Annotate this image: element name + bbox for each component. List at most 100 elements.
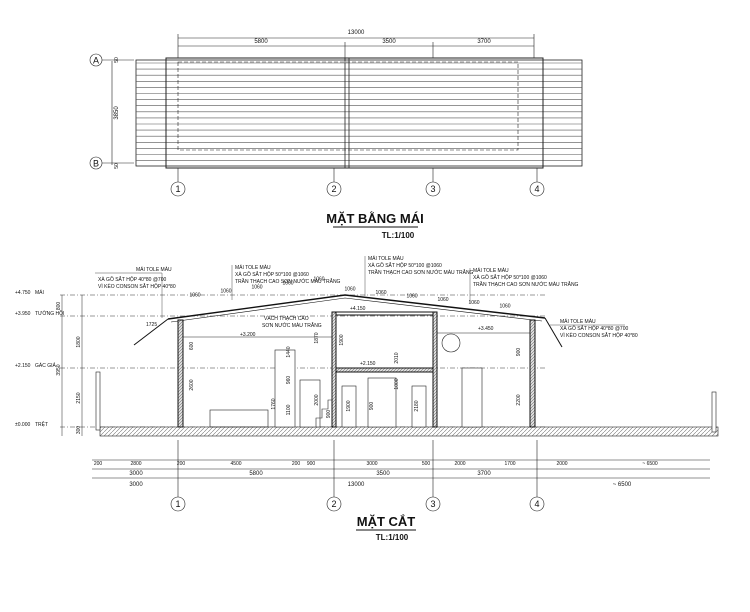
- bottom-row2-2: 5800: [249, 471, 263, 477]
- bottom-row3-1: 3000: [129, 482, 143, 488]
- interior-dim-label: 900: [516, 348, 522, 357]
- purlin-spacing-label: 1060: [189, 292, 200, 298]
- bottom-row1-dim: 2000: [454, 461, 465, 467]
- interior-dim-label: 1900: [339, 334, 345, 345]
- note-center: MÁI TOLE MÀU XÀ GỒ SẮT HỘP 50*100 @1060 …: [364, 255, 474, 296]
- interior-dim-label: 2000: [314, 394, 320, 405]
- note-right: MÁI TOLE MÀU XÀ GỒ SẮT HỘP 40*80 @700 VÌ…: [550, 318, 638, 339]
- note-mid-left-2: XÀ GỒ SẮT HỘP 50*100 @1060: [235, 270, 309, 278]
- bottom-row2-4: 3700: [477, 471, 491, 477]
- spot-elev-1: +3.200: [240, 332, 256, 338]
- interior-dim-label: 1870: [314, 332, 320, 343]
- wall-outline-dashed: [177, 61, 519, 151]
- note-right-2: XÀ GỒ SẮT HỘP 40*80 @700: [560, 324, 628, 332]
- roof-plan-scale: TL:1/100: [382, 231, 415, 240]
- purlin-spacing-label: 1060: [406, 293, 417, 299]
- note-mid-left-1: MÁI TOLE MÀU: [235, 264, 271, 271]
- roof-grid-cols: [170, 168, 545, 197]
- roof-grid-col-3: 3: [430, 184, 435, 194]
- roof-plan-depth: 3850: [114, 106, 120, 120]
- roof-plan-title: MẶT BẰNG MÁI: [326, 211, 424, 226]
- level-elev-loft: +2.150: [15, 363, 31, 369]
- spot-elev-2: +4.150: [350, 306, 366, 312]
- bottom-row1-dim: 200: [177, 461, 186, 467]
- roof-plan-bay-3: 3700: [477, 39, 491, 45]
- purlin-spacing-label: 1060: [251, 284, 262, 290]
- note-mid-right-1: MÁI TOLE MÀU: [473, 267, 509, 274]
- note-center-2: XÀ GỒ SẮT HỘP 50*100 @1060: [368, 261, 442, 269]
- bottom-row1-dim: 1700: [504, 461, 515, 467]
- interior-dim-label: 2200: [516, 394, 522, 405]
- purlin-spacing-label: 1060: [282, 280, 293, 286]
- level-elev-gable: +3.950: [15, 311, 31, 317]
- purlin-spacing-label: 1060: [313, 276, 324, 282]
- left-canopy: [133, 318, 169, 346]
- roof-plan-bay-2: 3500: [382, 39, 396, 45]
- level-elev-roof: +4.750: [15, 290, 31, 296]
- note-left: MÁI TOLE MÀU XÀ GỒ SẮT HỘP 40*80 @700 VÌ…: [95, 266, 176, 318]
- purlin-spacing-label: 1060: [437, 297, 448, 303]
- bottom-row1-dim: 2800: [130, 461, 141, 467]
- left-dim-1: 800: [56, 302, 62, 311]
- interior-dim-label: 1100: [286, 404, 292, 415]
- left-dim-5: 300: [76, 426, 82, 435]
- note-center-3: TRẦN THẠCH CAO SƠN NƯỚC MÀU TRẮNG: [368, 268, 474, 276]
- interior-dim-label: 1760: [271, 398, 277, 409]
- grid-row-b: B: [93, 159, 99, 169]
- stair: [315, 377, 333, 427]
- purlin-spacing-label: 1060: [468, 300, 479, 306]
- note-partition-2: SƠN NƯỚC MÀU TRẮNG: [262, 321, 322, 329]
- interior-dim-label: 1440: [286, 346, 292, 357]
- bottom-row1-dim: 4500: [230, 461, 241, 467]
- bottom-row3-3: ~ 6500: [613, 482, 632, 488]
- level-elev-ground: ±0.000: [15, 422, 30, 428]
- purlin-spacing-label: 1060: [499, 304, 510, 310]
- interior-dim-label: 900: [369, 402, 375, 411]
- interior-dim-label: 2010: [394, 352, 400, 363]
- section-title: MẶT CẮT: [357, 514, 416, 529]
- purlin-spacing-label: 1060: [344, 287, 355, 293]
- spot-elev-3: +3.450: [478, 326, 494, 332]
- left-dim-2: 1800: [76, 336, 82, 347]
- note-partition: VÁCH THẠCH CAO SƠN NƯỚC MÀU TRẮNG: [262, 315, 322, 329]
- roof-grid-rows: [89, 53, 134, 170]
- bottom-row1-dim: 500: [422, 461, 431, 467]
- bottom-row1-dim: 200: [94, 461, 103, 467]
- section-grid-col-2: 2: [331, 499, 336, 509]
- left-dim-lines: [61, 295, 83, 436]
- roof-grid-col-4: 4: [534, 184, 539, 194]
- note-mid-right-2: XÀ GỒ SẮT HỘP 50*100 @1060: [473, 273, 547, 281]
- roof-plan: 13000 5800 3500 3700 3850 50 50 A B: [89, 30, 583, 240]
- level-name-roof: MÁI: [35, 289, 44, 296]
- right-fence: [711, 391, 717, 433]
- bottom-row1-dim: 2000: [556, 461, 567, 467]
- note-right-1: MÁI TOLE MÀU: [560, 318, 596, 325]
- bottom-row1-dim: ~ 6500: [642, 461, 658, 467]
- section-walls: [177, 311, 536, 428]
- level-name-gable: TƯỜNG HỒI: [35, 310, 64, 317]
- interior-dim-label: 1000: [394, 378, 400, 389]
- roof-plan-bay-1: 5800: [254, 39, 268, 45]
- section-scale: TL:1/100: [376, 533, 409, 542]
- interior-dim-label: 2600: [189, 379, 195, 390]
- note-center-1: MÁI TOLE MÀU: [368, 255, 404, 262]
- roof-corrugation: [136, 62, 582, 161]
- note-mid-right: MÁI TOLE MÀU XÀ GỒ SẮT HỘP 50*100 @1060 …: [469, 267, 579, 303]
- note-partition-1: VÁCH THẠCH CAO: [264, 315, 309, 322]
- roof-grid-col-2: 2: [331, 184, 336, 194]
- roof-profile: [167, 294, 546, 320]
- left-fence: [95, 371, 101, 431]
- roof-plan-total-width: 13000: [348, 30, 365, 36]
- grid-row-a: A: [93, 56, 99, 66]
- bottom-row1-dim: 900: [307, 461, 316, 467]
- roof-grid-col-1: 1: [175, 184, 180, 194]
- bottom-row2-1: 3000: [129, 471, 143, 477]
- roof-inner-frame: [165, 57, 544, 169]
- left-dim-4: 2150: [76, 392, 82, 403]
- note-left-1: MÁI TOLE MÀU: [136, 266, 172, 273]
- interior-dim-label: 2180: [414, 400, 420, 411]
- roof-profile-inner: [170, 297, 543, 323]
